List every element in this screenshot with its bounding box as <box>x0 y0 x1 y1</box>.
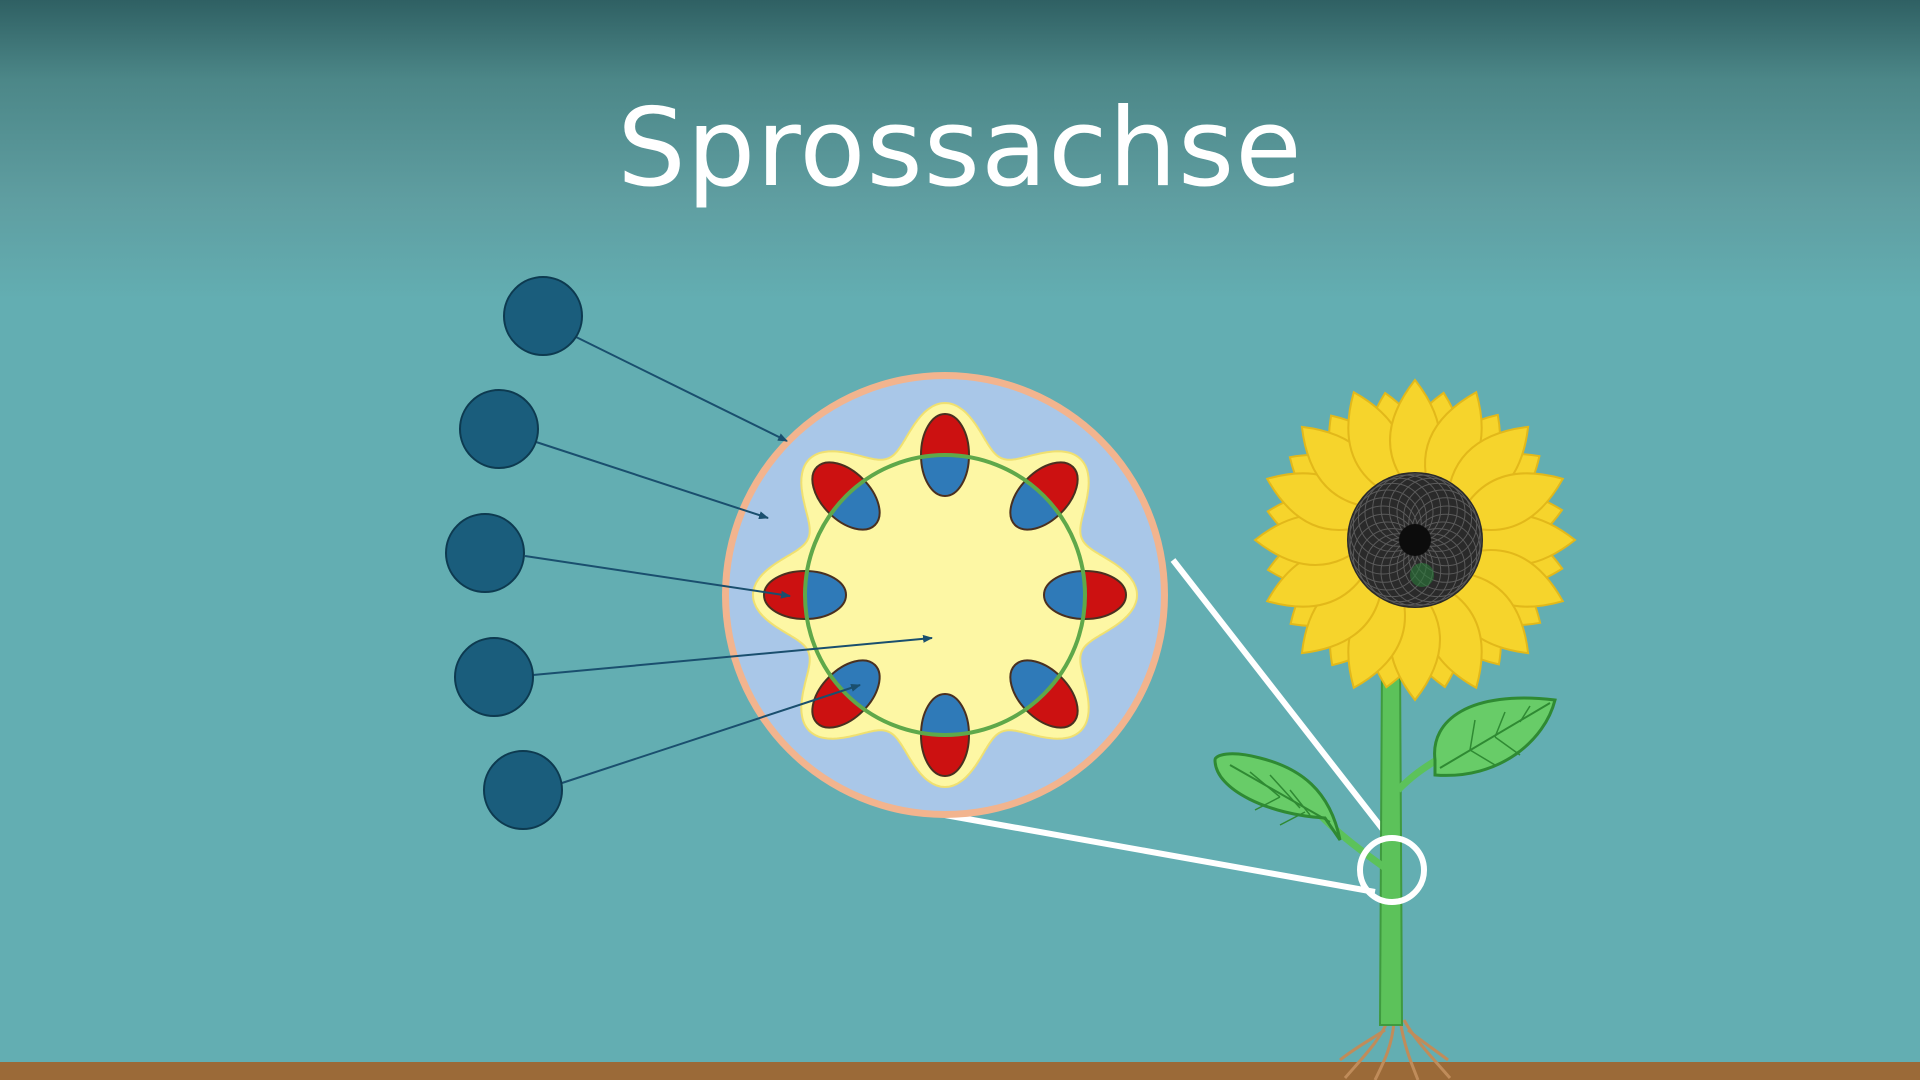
label-marker-3[interactable] <box>445 513 525 593</box>
sunflower-illustration <box>1213 378 1577 1080</box>
label-marker-5[interactable] <box>483 750 563 830</box>
stem-zoom-ring <box>1357 835 1427 905</box>
stem-cross-section <box>722 372 1168 818</box>
zoom-line-bottom <box>944 812 1376 895</box>
arrow-2 <box>529 439 769 519</box>
label-marker-1[interactable] <box>503 276 583 356</box>
cambium-ring <box>803 453 1087 737</box>
arrow-3 <box>524 555 791 599</box>
petals <box>1253 378 1577 702</box>
stem <box>1378 659 1404 1026</box>
soil-strip <box>0 1062 1920 1080</box>
arrow-1 <box>571 334 788 442</box>
zoom-line-top <box>1170 558 1398 847</box>
flower-head-pattern <box>1348 473 1482 607</box>
arrow-5 <box>561 684 861 784</box>
petal <box>1455 472 1565 531</box>
page-title: Sprossachse <box>617 86 1303 211</box>
label-marker-2[interactable] <box>459 389 539 469</box>
arrow-4 <box>532 634 933 676</box>
label-marker-4[interactable] <box>454 637 534 717</box>
label-markers <box>445 276 933 830</box>
